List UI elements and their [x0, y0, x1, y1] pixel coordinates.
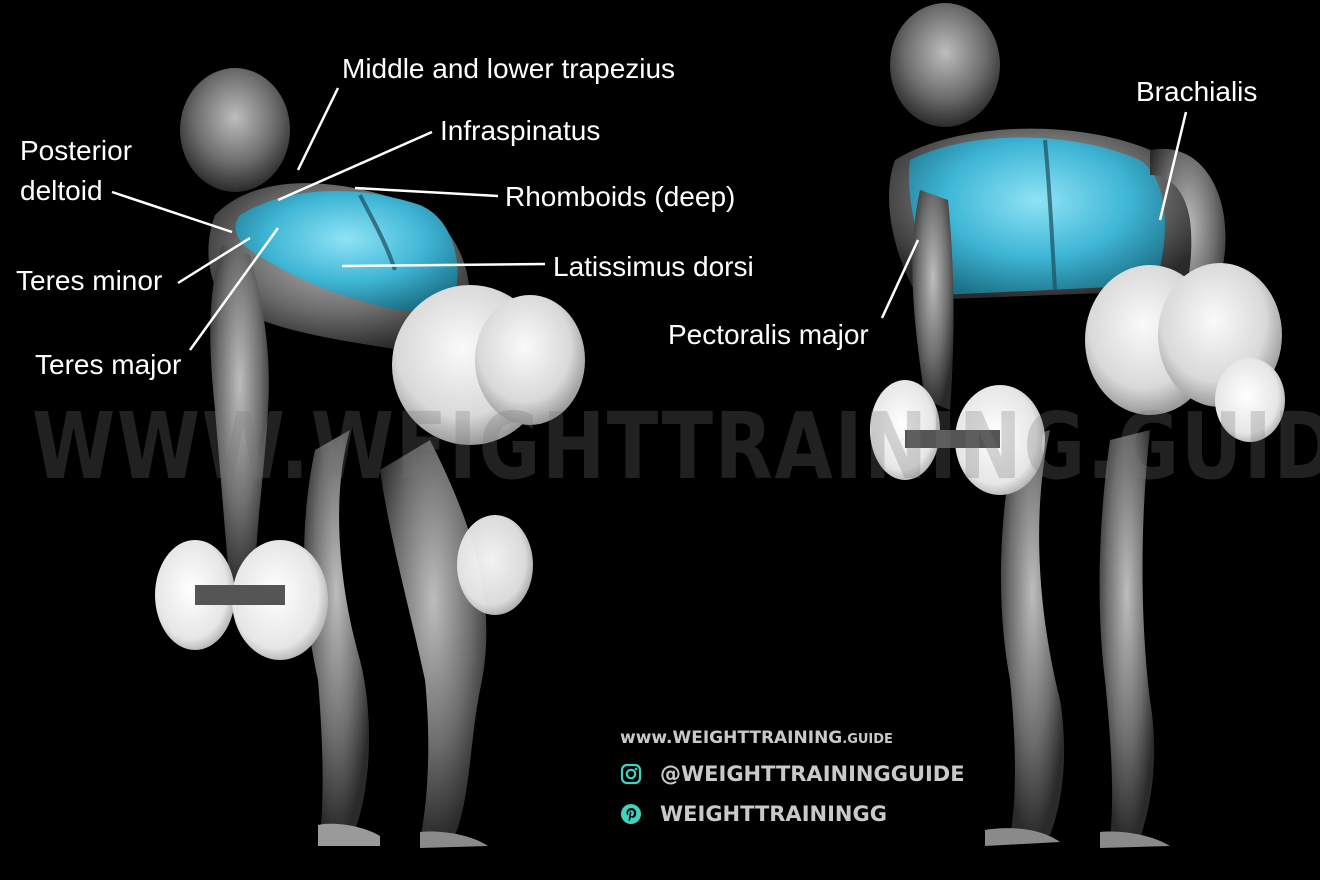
right-figure-foot — [985, 828, 1060, 846]
watermark-text: WWW.WEIGHTTRAINING.GUIDE — [32, 393, 1320, 500]
callout-line-infraspinatus — [277, 130, 433, 202]
callout-line-teres-minor — [177, 236, 251, 285]
instagram-handle: @WEIGHTTRAININGGUIDE — [660, 762, 965, 786]
callout-line-brachialis — [1158, 111, 1188, 221]
left-figure-head — [180, 68, 290, 192]
left-figure-front-leg — [304, 430, 370, 835]
right-figure-arm-left — [912, 190, 954, 410]
callout-line-teres-major — [188, 227, 280, 351]
pinterest-handle: WEIGHTTRAININGG — [660, 802, 887, 826]
callout-line-latissimus — [341, 262, 546, 268]
label-middle-lower-trapezius: Middle and lower trapezius — [342, 53, 676, 84]
label-posterior-deltoid-line1: Posterior — [20, 135, 133, 166]
left-figure-foot-2 — [420, 831, 488, 848]
callout-line-rhomboids — [354, 186, 499, 198]
left-figure-rear-leg — [380, 440, 487, 840]
label-pectoralis-major: Pectoralis major — [668, 319, 869, 350]
dumbbell-icon — [155, 515, 533, 660]
left-figure-glute-right — [475, 295, 585, 425]
callout-line-pectoralis — [880, 239, 920, 319]
label-infraspinatus: Infraspinatus — [440, 115, 601, 146]
right-figure-back-muscles — [909, 137, 1165, 295]
callout-line-trapezius — [296, 87, 340, 171]
left-figure-arm — [210, 245, 269, 590]
left-figure-back-muscles — [235, 191, 458, 311]
right-figure-foot-2 — [1100, 831, 1170, 848]
instagram-icon — [620, 763, 642, 785]
website-suffix: .GUIDE — [842, 732, 893, 747]
callout-line-posterior-deltoid — [111, 190, 233, 234]
label-latissimus-dorsi: Latissimus dorsi — [553, 251, 754, 282]
right-figure-spine-line — [1043, 139, 1057, 291]
right-figure — [870, 3, 1285, 848]
right-figure-leg-1 — [1000, 430, 1065, 838]
website-main: www.WEIGHTTRAINING — [620, 728, 843, 748]
left-figure-foot — [318, 823, 380, 846]
callout-lines — [111, 87, 1188, 351]
label-posterior-deltoid-line2: deltoid — [20, 175, 103, 206]
right-figure-leg-2 — [1099, 430, 1155, 840]
left-figure — [155, 68, 585, 848]
label-teres-minor: Teres minor — [16, 265, 163, 296]
label-rhomboids: Rhomboids (deep) — [505, 181, 736, 212]
pinterest-icon — [621, 804, 641, 824]
label-brachialis: Brachialis — [1136, 76, 1258, 107]
dumbbell-icon — [870, 358, 1285, 495]
website-branding: www.WEIGHTTRAINING.GUIDE — [620, 728, 893, 748]
label-teres-major: Teres major — [35, 349, 182, 380]
left-figure-spine-line — [358, 194, 397, 271]
right-figure-head — [890, 3, 1000, 127]
